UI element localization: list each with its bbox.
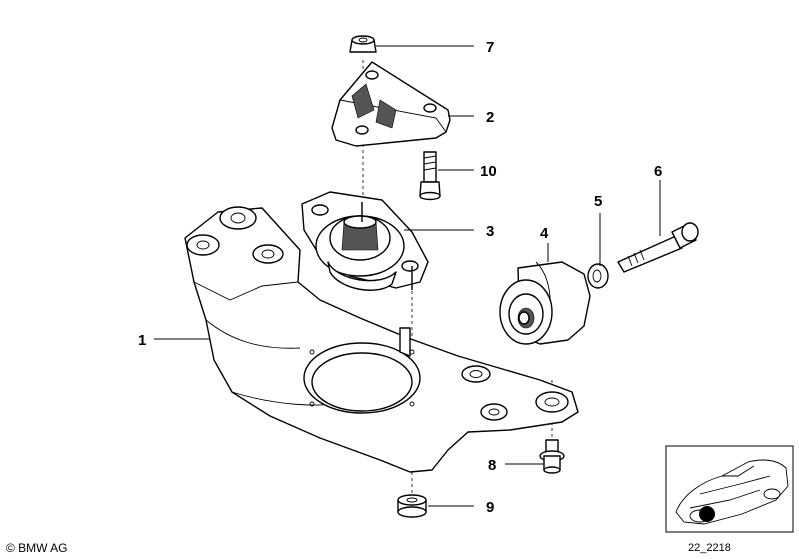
lower-nut[interactable] bbox=[397, 494, 427, 518]
vehicle-locator-inset[interactable] bbox=[665, 445, 794, 533]
callout-3[interactable]: 3 bbox=[486, 223, 494, 240]
callout-10[interactable]: 10 bbox=[480, 163, 497, 180]
callout-7[interactable]: 7 bbox=[486, 39, 494, 56]
callout-6[interactable]: 6 bbox=[654, 163, 662, 180]
location-marker-icon bbox=[699, 506, 715, 522]
short-bolt[interactable] bbox=[419, 151, 441, 201]
callout-9[interactable]: 9 bbox=[486, 499, 494, 516]
rubber-mount[interactable] bbox=[301, 191, 429, 291]
top-nut[interactable] bbox=[349, 35, 377, 53]
bracket-plate[interactable] bbox=[331, 61, 451, 147]
callout-5[interactable]: 5 bbox=[594, 193, 602, 210]
copyright: © BMW AG bbox=[6, 541, 68, 555]
washer[interactable] bbox=[587, 263, 609, 289]
callout-2[interactable]: 2 bbox=[486, 109, 494, 126]
lower-bolt[interactable] bbox=[539, 439, 565, 474]
long-bolt[interactable] bbox=[617, 222, 699, 273]
bushing[interactable] bbox=[499, 261, 591, 345]
callout-8[interactable]: 8 bbox=[488, 457, 496, 474]
diagram-number: 22_2218 bbox=[688, 542, 731, 554]
callout-4[interactable]: 4 bbox=[540, 225, 549, 242]
rear-axle-carrier[interactable] bbox=[184, 206, 579, 473]
callout-1[interactable]: 1 bbox=[138, 332, 146, 349]
